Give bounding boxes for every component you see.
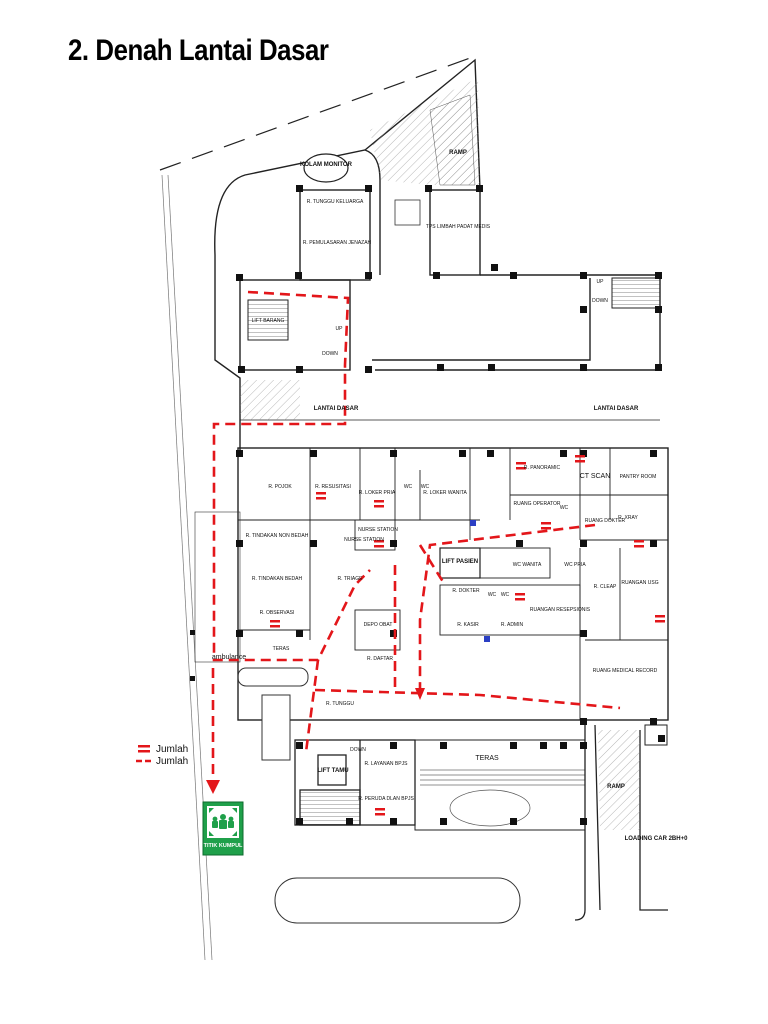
label-r-tindakan-bedah: R. TINDAKAN BEDAH [252, 576, 303, 582]
label-r-tunggu-keluarga: R. TUNGGU KELUARGA [307, 199, 364, 205]
label-ramp-bottom: RAMP [607, 784, 625, 790]
label-r-pojok: R. POJOK [268, 484, 292, 490]
label-ruangan-resepsionis: RUANGAN RESEPSIONIS [530, 607, 591, 613]
label-wc5: WC [501, 592, 510, 598]
label-lift-tamu: LIFT TAMU [317, 768, 348, 774]
label-r-dokter: R. DOKTER [452, 588, 480, 594]
label-lantai-dasar-right: LANTAI DASAR [594, 406, 639, 412]
main-building [237, 447, 669, 721]
label-up1: UP [336, 326, 344, 332]
blue-markers [470, 520, 490, 642]
label-ruang-operator: RUANG OPERATOR [513, 501, 560, 507]
fire-marker [270, 620, 280, 628]
label-wc2: WC [421, 484, 430, 490]
columns [190, 185, 665, 825]
evac-arrowhead [415, 688, 425, 700]
stair-right [611, 277, 661, 309]
assembly-point-sign: TITIK KUMPUL [202, 801, 244, 856]
label-ruang-medical-record: RUANG MEDICAL RECORD [593, 668, 658, 674]
label-wc1: WC [404, 484, 413, 490]
label-r-kasir: R. KASIR [457, 622, 479, 628]
assembly-point-text: TITIK KUMPUL [204, 843, 243, 849]
label-lift-barang: LIFT BARANG [252, 318, 285, 324]
label-tps: TPS LIMBAH PADAT MEDIS [426, 224, 491, 230]
label-teras: TERAS [475, 755, 499, 762]
label-r-cleap: R. CLEAP [594, 584, 617, 590]
label-teras-left: TERAS [273, 646, 290, 652]
label-wc3: WC [560, 505, 569, 511]
label-ramp-top: RAMP [449, 150, 467, 156]
label-r-panoramic: R. PANORAMIC [524, 465, 561, 471]
label-kolam-monitor: KOLAM MONITOR [300, 162, 353, 168]
kolam-monitor [303, 153, 349, 183]
label-pantry-room: PANTRY ROOM [620, 474, 657, 480]
label-r-xray: R. XRAY [618, 515, 638, 521]
ramp-bottom [598, 730, 640, 830]
label-down-right: DOWN [592, 298, 608, 304]
label-ruang-dokter: RUANG DOKTER [585, 518, 626, 524]
label-r-pemulasaran: R. PEMULASARAN JENAZAH [303, 240, 372, 246]
fire-marker [541, 522, 551, 530]
vehicle-top [394, 199, 421, 226]
ramp-top-chevrons [429, 94, 476, 186]
lantai-dasar-hatch [240, 380, 300, 420]
label-r-loker-wanita: R. LOKER WANITA [423, 490, 467, 496]
page-title: 2. Denah Lantai Dasar [68, 34, 329, 67]
label-r-triage: R. TRIAGE [338, 576, 364, 582]
fire-marker-group [270, 455, 665, 816]
fire-marker [374, 500, 384, 508]
label-nurse-station2: NURSE STATION [344, 537, 384, 543]
legend-label: Jumlah [156, 756, 188, 767]
label-r-tunggu: R. TUNGGU [326, 701, 354, 707]
label-r-layanan-bpjs: R. LAYANAN BPJS [365, 761, 409, 767]
lift-barang [247, 299, 289, 341]
label-r-admin: R. ADMIN [501, 622, 524, 628]
ambulance-canopy [194, 511, 309, 761]
label-wc-wanita: WC WANITA [513, 562, 542, 568]
label-ct-scan: CT SCAN [580, 473, 611, 480]
label-r-peruda-dlan-bpjs: R. PERUDA DLAN BPJS [358, 796, 414, 802]
label-ruangan-usg: RUANGAN USG [621, 580, 658, 586]
fire-marker [516, 462, 526, 470]
label-r-observasi: R. OBSERVASI [260, 610, 295, 616]
fire-marker [515, 593, 525, 601]
drop-off-lane [274, 877, 521, 924]
fire-marker [634, 540, 644, 548]
label-r-daftar: R. DAFTAR [367, 656, 393, 662]
label-r-resusitasi: R. RESUSITASI [315, 484, 351, 490]
legend-item-evac-route: Jumlah [136, 756, 188, 767]
assembly-point-icon [209, 808, 237, 836]
legend-item-fire-marker: Jumlah [138, 744, 188, 755]
label-r-loker-pria: R. LOKER PRIA [359, 490, 396, 496]
fire-marker [575, 455, 585, 463]
label-down2: DOWN [350, 747, 366, 753]
label-loading: LOADING CAR 2BH+0 [625, 836, 689, 842]
label-r-tindakan-non-bedah: R. TINDAKAN NON BEDAH [246, 533, 309, 539]
label-down1: DOWN [322, 351, 338, 357]
room-labels: KOLAM MONITOR RAMP R. TUNGGU KELUARGA R.… [212, 150, 688, 842]
fire-marker [375, 808, 385, 816]
fire-marker [316, 492, 326, 500]
fire-marker [374, 540, 384, 548]
label-nurse-station: NURSE STATION [358, 527, 398, 533]
legend-label: Jumlah [156, 744, 188, 755]
label-depo-obat: DEPO OBAT [364, 622, 393, 628]
teras-planter [449, 789, 531, 827]
legend: Jumlah Jumlah [136, 744, 188, 767]
label-lantai-dasar-left: LANTAI DASAR [314, 406, 359, 412]
label-wc-pria: WC PRIA [564, 562, 586, 568]
label-wc4: WC [488, 592, 497, 598]
evacuation-routes [211, 290, 621, 785]
label-ambulance: ambulance [212, 654, 246, 661]
evac-arrowhead [206, 780, 220, 794]
label-lift-pasien: LIFT PASIEN [442, 559, 478, 565]
label-up-right: UP [597, 279, 605, 285]
fire-marker [655, 615, 665, 623]
lift-pasien [439, 547, 481, 579]
